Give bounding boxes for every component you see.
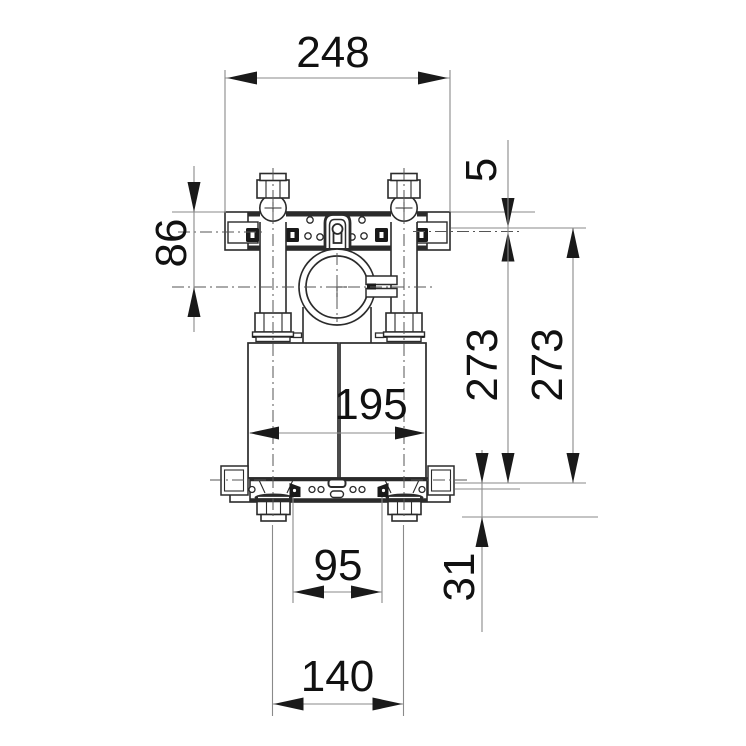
dim-label-273-outer: 273: [523, 328, 572, 401]
dim-box-width: 195: [249, 380, 425, 440]
keyhole-hole: [331, 223, 344, 235]
clamp-lug-top: [365, 275, 398, 286]
dim-label-248: 248: [296, 28, 369, 77]
dim-label-140: 140: [301, 652, 374, 701]
clamp-lug-bottom: [365, 287, 398, 298]
dim-label-273-inner: 273: [458, 328, 507, 401]
mounting-box-left: [247, 342, 339, 479]
fixing-screw-right: [377, 483, 389, 497]
dim-label-95: 95: [314, 541, 363, 590]
dim-top-width: 248: [224, 28, 451, 212]
dim-fixing-spacing: 95: [292, 497, 383, 603]
center-oval: [329, 490, 345, 499]
dim-outlet-spacing: 140: [271, 525, 405, 716]
dim-height-inner: 273: [458, 140, 515, 483]
rail-holes: [248, 485, 426, 494]
dim-rail-to-clamp: 86: [147, 166, 226, 332]
dim-label-195: 195: [334, 380, 407, 429]
dim-height-outer: 273: [455, 228, 586, 484]
center-slot: [327, 478, 347, 488]
mounting-box-right: [339, 342, 427, 479]
dim-label-86: 86: [147, 219, 196, 268]
dim-label-5: 5: [457, 158, 506, 182]
dim-label-31: 31: [435, 553, 484, 602]
dim-stud-projection: 31: [435, 450, 598, 632]
centerlines: [172, 168, 520, 520]
center-bracket: [323, 213, 352, 248]
fixing-screw-left: [289, 483, 301, 497]
